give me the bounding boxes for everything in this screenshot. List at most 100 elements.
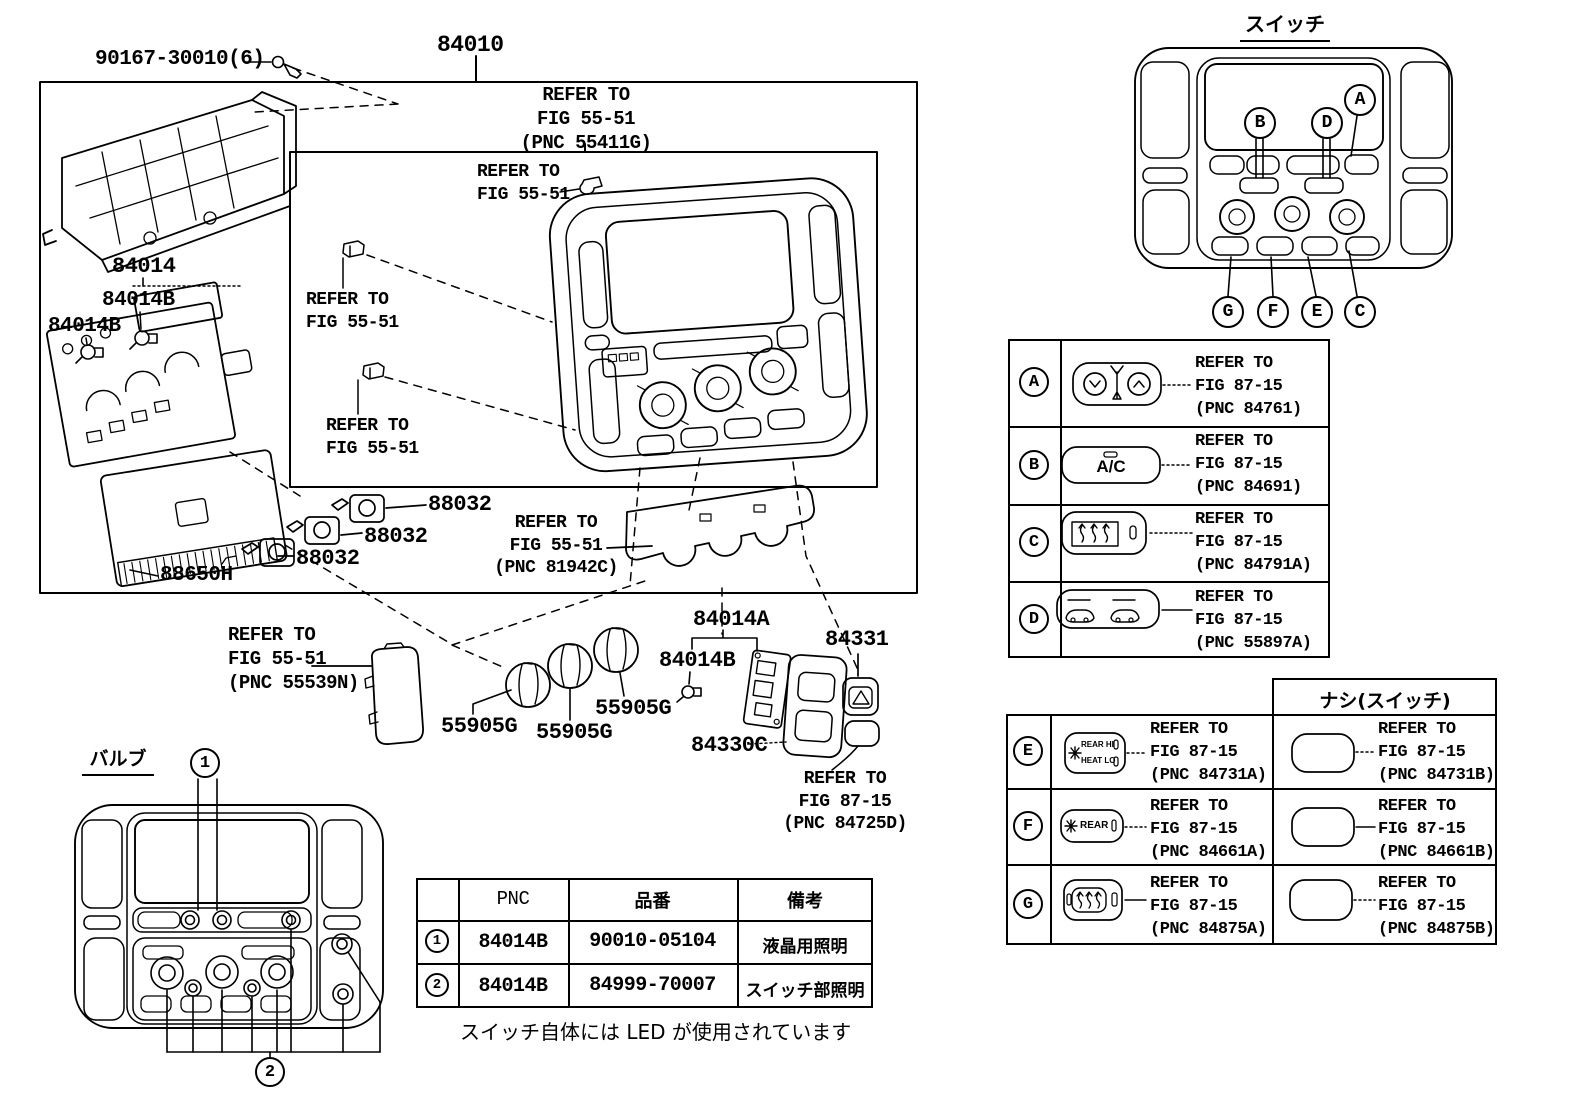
ref-trim-label: REFER TO FIG 55-51 (PNC 55539N) <box>228 624 359 694</box>
ref-row-E-without: REFER TO FIG 87-15 (PNC 84731B) <box>1378 720 1495 785</box>
ac-button-icon <box>1061 446 1193 484</box>
part-label-55905G: 55905G <box>536 720 613 745</box>
callout-B: B <box>1244 107 1276 139</box>
knob-icon <box>547 643 593 721</box>
part-label-84331: 84331 <box>825 627 889 652</box>
part-label-84014A: 84014A <box>693 607 770 632</box>
led-footnote: スイッチ自体には LED が使用されています <box>460 1020 852 1044</box>
gasket-drawing <box>606 484 815 567</box>
part-label-84014B: 84014B <box>102 289 175 312</box>
blank-button-icon <box>1289 879 1376 921</box>
rear-label: REAR <box>1080 820 1109 831</box>
switch-panel-title: スイッチ <box>1240 8 1330 42</box>
parts-table-header-remarks: 備考 <box>787 891 823 912</box>
bulb-callout-1: 1 <box>190 748 220 778</box>
parts-row2-remarks: スイッチ部照明 <box>745 981 865 1001</box>
callout-C: C <box>1344 296 1376 328</box>
hazard-switch-icon <box>842 653 879 716</box>
switch-88032-icon <box>331 494 427 523</box>
assembly-outline-box <box>39 81 918 594</box>
part-label-88032: 88032 <box>296 546 360 571</box>
ref-row-G-with: REFER TO FIG 87-15 (PNC 84875A) <box>1150 874 1267 939</box>
bulb-panel-title: バルブ <box>82 744 154 776</box>
table-callout-A: A <box>1019 367 1049 397</box>
knob-icon <box>593 627 639 697</box>
callout-E: E <box>1301 296 1333 328</box>
table-callout-E: E <box>1013 736 1043 766</box>
callout-A: A <box>1344 84 1376 116</box>
screw-part-label: 90167-30010(6) <box>95 48 265 71</box>
ref-panel-label: REFER TO FIG 55-51 (PNC 55411G) <box>520 84 652 154</box>
bulb-socket-icon <box>129 330 158 350</box>
ref-row-C: REFER TO FIG 87-15 (PNC 84791A) <box>1195 510 1312 575</box>
parts-table-header-pnc: PNC <box>496 888 530 910</box>
defogger-button-icon <box>1063 879 1147 921</box>
defogger-button-icon <box>1061 511 1193 555</box>
switch-pcb-drawing <box>742 649 792 729</box>
control-board-drawing <box>46 281 253 468</box>
clip-icon <box>559 176 603 195</box>
ref-clip-top-label: REFER TO FIG 55-51 <box>477 162 570 205</box>
ref-row-E-with: REFER TO FIG 87-15 (PNC 84731A) <box>1150 720 1267 785</box>
switch-holder-drawing <box>782 654 848 759</box>
parts-row1-pnc: 84014B <box>478 931 548 954</box>
variant-table-header: ナシ(スイッチ) <box>1319 690 1451 712</box>
ref-clip-mid-label: REFER TO FIG 55-51 <box>306 290 399 333</box>
seek-antenna-button-icon <box>1072 362 1193 406</box>
parts-row1-partno: 90010-05104 <box>589 930 716 953</box>
bulb-callout-2: 2 <box>255 1057 285 1087</box>
part-label-84014: 84014 <box>112 254 176 279</box>
parts-row2-pnc: 84014B <box>478 975 548 998</box>
ref-cap-label: REFER TO FIG 87-15 (PNC 84725D) <box>783 769 907 834</box>
ref-clip-low-label: REFER TO FIG 55-51 <box>326 416 419 459</box>
part-label-55905G: 55905G <box>441 714 518 739</box>
switch-88032-icon <box>286 516 363 545</box>
heat-lo-label: HEAT LO <box>1081 756 1116 765</box>
display-unit-drawing <box>42 91 297 273</box>
parts-row2-partno: 84999-70007 <box>589 974 716 997</box>
ref-row-F-without: REFER TO FIG 87-15 (PNC 84661B) <box>1378 797 1495 862</box>
parts-table <box>416 878 873 1008</box>
knob-icon <box>472 662 551 715</box>
clip-icon <box>357 362 385 415</box>
center-cluster-bezel-drawing <box>548 177 868 473</box>
part-label-88650H: 88650H <box>160 564 233 587</box>
parts-row2-no: 2 <box>425 973 449 997</box>
switch-panel-drawing <box>1134 47 1453 297</box>
bulb-position-icons <box>150 910 354 1005</box>
parts-row1-no: 1 <box>425 929 449 953</box>
ref-row-F-with: REFER TO FIG 87-15 (PNC 84661A) <box>1150 797 1267 862</box>
rear-hi-label: REAR HI <box>1081 740 1114 749</box>
ref-row-D: REFER TO FIG 87-15 (PNC 55897A) <box>1195 588 1312 653</box>
ref-row-A: REFER TO FIG 87-15 (PNC 84761) <box>1195 354 1302 419</box>
height-control-button-icon <box>1056 589 1193 629</box>
rear-heater-button-icon <box>1064 732 1147 774</box>
blank-button-icon <box>1291 733 1376 773</box>
table-callout-B: B <box>1019 450 1049 480</box>
switch-88032-icon <box>221 538 295 567</box>
callout-F: F <box>1257 296 1289 328</box>
part-label-84330C: 84330C <box>691 733 768 758</box>
clip-icon <box>342 240 365 289</box>
ref-row-B: REFER TO FIG 87-15 (PNC 84691) <box>1195 432 1302 497</box>
blank-cap-icon <box>831 720 880 771</box>
bulb-socket-icon <box>676 685 702 703</box>
bulb-socket-icon <box>75 344 104 364</box>
parts-row1-remarks: 液晶用照明 <box>762 937 848 957</box>
parts-table-header-partno: 品番 <box>634 891 671 912</box>
part-label-55905G: 55905G <box>595 696 672 721</box>
rear-defogger-button-icon <box>1060 809 1147 843</box>
callout-G: G <box>1212 296 1244 328</box>
part-label-88032: 88032 <box>364 524 428 549</box>
cluster-bracket <box>688 629 758 685</box>
table-callout-C: C <box>1019 527 1049 557</box>
bulb-callout-lines <box>166 778 381 1058</box>
assembly-part-label: 84010 <box>437 32 504 58</box>
bulb-panel-drawing <box>74 778 384 1058</box>
table-callout-D: D <box>1019 604 1049 634</box>
ref-row-G-without: REFER TO FIG 87-15 (PNC 84875B) <box>1378 874 1495 939</box>
part-label-84014B: 84014B <box>659 648 736 673</box>
ac-button-label: A/C <box>1096 457 1126 476</box>
part-label-84014B: 84014B <box>48 315 121 338</box>
